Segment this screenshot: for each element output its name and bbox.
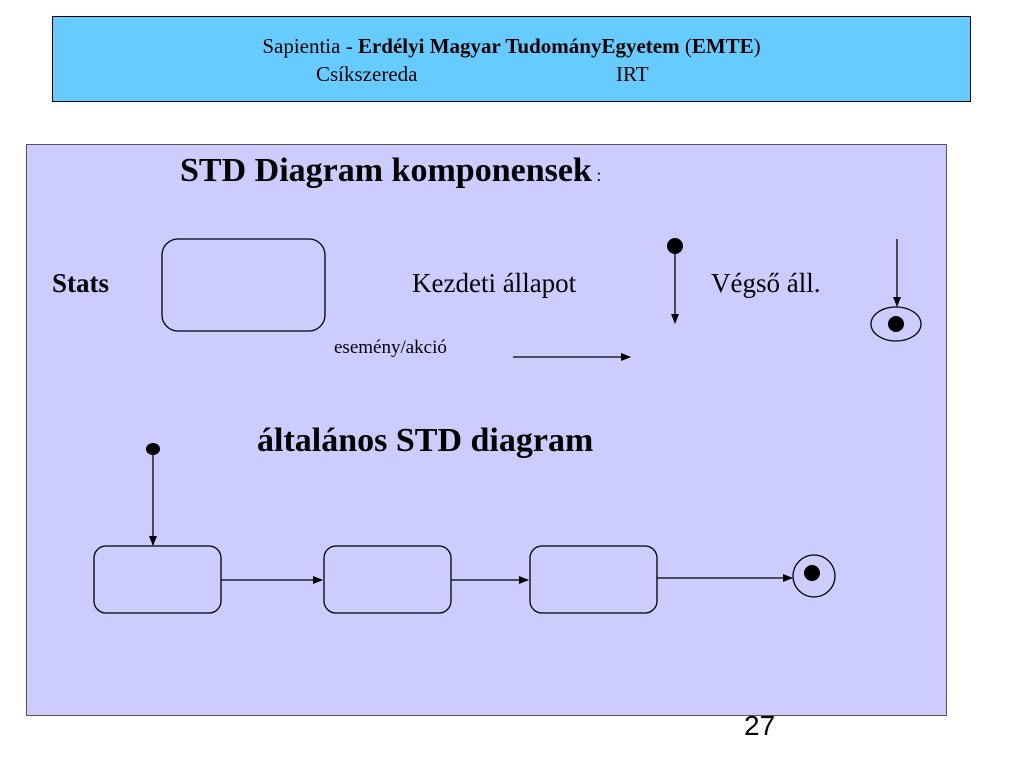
states-label: Stats — [52, 268, 110, 298]
header-university: Erdélyi Magyar TudományEgyetem — [357, 34, 680, 58]
slide-header: Sapientia - Erdélyi Magyar TudományEgyet… — [52, 16, 971, 102]
header-abbr-close: ) — [753, 34, 761, 58]
transition-label: esemény/akció — [334, 337, 447, 358]
state-symbol — [161, 238, 326, 332]
header-abbr: EMTE — [691, 34, 754, 58]
slide-title-text: STD Diagram komponensek — [180, 152, 592, 189]
state-box — [93, 545, 222, 614]
page-number: 27 — [744, 710, 776, 741]
state-box — [529, 545, 658, 614]
final-state-label: Végső áll. — [711, 268, 821, 298]
initial-state-symbol — [667, 238, 683, 324]
header-dept: IRT — [616, 62, 649, 86]
initial-state-label: Kezdeti állapot — [412, 268, 577, 298]
header-line-2: Csíkszereda IRT — [53, 60, 970, 88]
final-state-symbol — [870, 306, 922, 342]
general-final-state — [792, 554, 836, 598]
slide-title: STD Diagram komponensek : — [180, 152, 601, 190]
general-diagram-title: általános STD diagram — [257, 422, 594, 459]
slide-title-colon: : — [591, 165, 602, 185]
general-initial-state — [146, 443, 160, 546]
state-box — [323, 545, 452, 614]
header-city: Csíkszereda — [316, 62, 418, 86]
header-abbr-open: ( — [679, 34, 692, 58]
header-line-1: Sapientia - Erdélyi Magyar TudományEgyet… — [53, 32, 970, 60]
header-prefix: Sapientia - — [262, 34, 358, 58]
